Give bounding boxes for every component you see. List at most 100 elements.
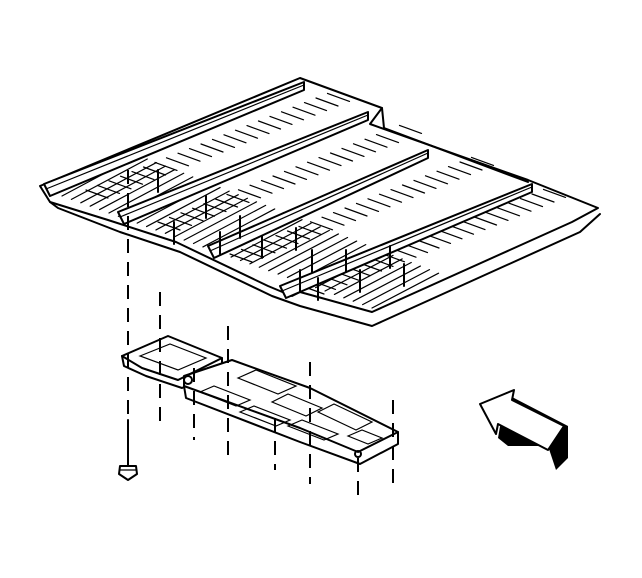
floor-rib [203, 203, 227, 213]
floor-posts [157, 169, 405, 301]
floor-rib [240, 248, 265, 258]
floor-crossbar [279, 183, 533, 299]
floor-rib [145, 186, 221, 228]
floor-rib [450, 225, 475, 235]
skid-plate-main-depth [183, 385, 399, 465]
floor-rib [459, 161, 483, 171]
floor-rib [165, 157, 190, 167]
floor-rib [257, 120, 282, 130]
floor-rib [96, 184, 121, 194]
direction-arrow-icon [479, 389, 568, 470]
skid-plate-slots [198, 369, 384, 445]
floor-rib [89, 165, 167, 207]
floor-rib [416, 239, 440, 249]
floor-rib [263, 239, 288, 249]
floor-panel [39, 77, 601, 327]
floor-rib [352, 143, 377, 153]
floor-rib [424, 175, 449, 185]
floor-rib [200, 143, 224, 153]
floor-rib [157, 221, 181, 231]
floor-rib [306, 161, 331, 171]
floor-rib [192, 204, 267, 245]
floor-rib [191, 207, 216, 217]
floor-rib [155, 190, 230, 231]
floor-rib [292, 106, 316, 116]
floor-rib [268, 233, 340, 272]
floor-rib [519, 198, 544, 208]
floor-rib [295, 166, 319, 176]
floor-rib [341, 147, 365, 157]
floor-rib [364, 138, 388, 148]
floor-rib [398, 124, 423, 134]
floor-rib [164, 194, 239, 234]
floor-rib [70, 158, 148, 200]
floor-rib [237, 189, 262, 199]
floor-rib [180, 212, 204, 222]
floor-rib [462, 221, 486, 231]
floor-rib [252, 244, 276, 254]
skid-plate-hole [183, 375, 193, 385]
floor-crossbar-edge [45, 84, 305, 190]
floor-crossbar-edge [209, 152, 429, 252]
floor-rib [531, 193, 555, 203]
floor-rib [286, 230, 311, 240]
floor-rib [329, 152, 354, 162]
floor-rib [230, 219, 303, 258]
floor-rib [98, 169, 176, 211]
floor-rib [108, 172, 185, 214]
floor-rib [470, 156, 495, 166]
floor-rib [309, 221, 334, 231]
floor-rib [332, 212, 357, 222]
floor-rib [246, 124, 270, 135]
floor-rib [272, 175, 296, 185]
floor-step-edge [381, 107, 529, 183]
floor-rib [177, 152, 201, 162]
floor-rib [131, 171, 155, 181]
alignment-lines [127, 170, 394, 504]
floor-rib [223, 134, 247, 144]
floor-rib [355, 202, 380, 212]
floor-corrugations [61, 92, 567, 309]
floor-rib [258, 229, 330, 268]
floor-rib [249, 184, 273, 194]
floor-rib [211, 138, 236, 148]
floor-rib [318, 157, 342, 167]
floor-rib [214, 198, 239, 208]
floor-crossmembers [43, 81, 533, 299]
floor-crossbar-edge [281, 186, 533, 292]
fastener-bolt [118, 419, 138, 481]
floor-rib [473, 216, 498, 226]
floor-rib [174, 197, 248, 238]
skid-plate-hole [354, 450, 362, 458]
floor-rib [229, 253, 253, 263]
floor-rib [183, 201, 258, 241]
floor-rib [508, 202, 532, 212]
floor-rib [260, 180, 285, 190]
floor-rib [280, 111, 305, 121]
floor-rib [427, 234, 452, 244]
floor-rib [239, 222, 312, 262]
floor-rib [375, 134, 400, 144]
floor-rib [85, 189, 109, 199]
floor-rib [401, 184, 426, 194]
floor-panel-bottom-edge [49, 201, 601, 327]
floor-rib [447, 166, 472, 176]
floor-rib [234, 129, 259, 139]
floor-rib [390, 189, 414, 199]
floor-rib [275, 235, 299, 245]
floor-rib [226, 193, 250, 203]
floor-rib [269, 115, 293, 126]
floor-rib [413, 179, 437, 189]
floor-rib [344, 207, 368, 217]
floor-rib [202, 208, 276, 248]
skid-plate [121, 335, 399, 465]
floor-rib [283, 170, 308, 180]
floor-rib [436, 170, 460, 180]
floor-crossbar [43, 81, 305, 197]
floor-rib [315, 97, 339, 107]
floor-rib [439, 230, 463, 240]
floor-rib [496, 207, 521, 217]
floor-rib [485, 211, 509, 221]
